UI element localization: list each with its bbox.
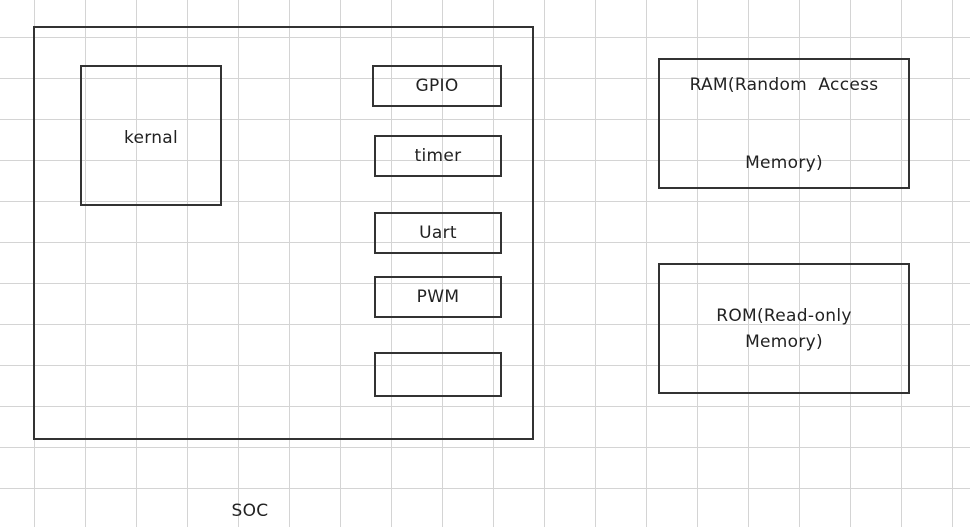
pwm-label: PWM: [416, 287, 460, 307]
soc-label: SOC: [231, 501, 269, 521]
pwm-box: PWM: [374, 276, 502, 318]
timer-box: timer: [374, 135, 502, 177]
uart-box: Uart: [374, 212, 502, 254]
uart-label: Uart: [419, 223, 457, 243]
rom-box: ROM(Read-only Memory): [658, 263, 910, 394]
kernal-label: kernal: [123, 128, 179, 148]
rom-label-line1: ROM(Read-only: [716, 305, 852, 326]
rom-label: ROM(Read-only Memory): [660, 265, 908, 392]
timer-label: timer: [414, 146, 462, 166]
gpio-label: GPIO: [415, 76, 459, 96]
ram-label-line1: RAM(Random Access: [689, 74, 879, 95]
rom-label-line2: Memory): [745, 331, 823, 352]
ram-box: RAM(Random Access Memory): [658, 58, 910, 189]
empty-peripheral-box: [374, 352, 502, 397]
kernal-box: kernal: [80, 65, 222, 206]
soc-box: [33, 26, 534, 440]
ram-label: RAM(Random Access Memory): [660, 60, 908, 187]
ram-label-line2: Memory): [745, 152, 823, 173]
gpio-box: GPIO: [372, 65, 502, 107]
